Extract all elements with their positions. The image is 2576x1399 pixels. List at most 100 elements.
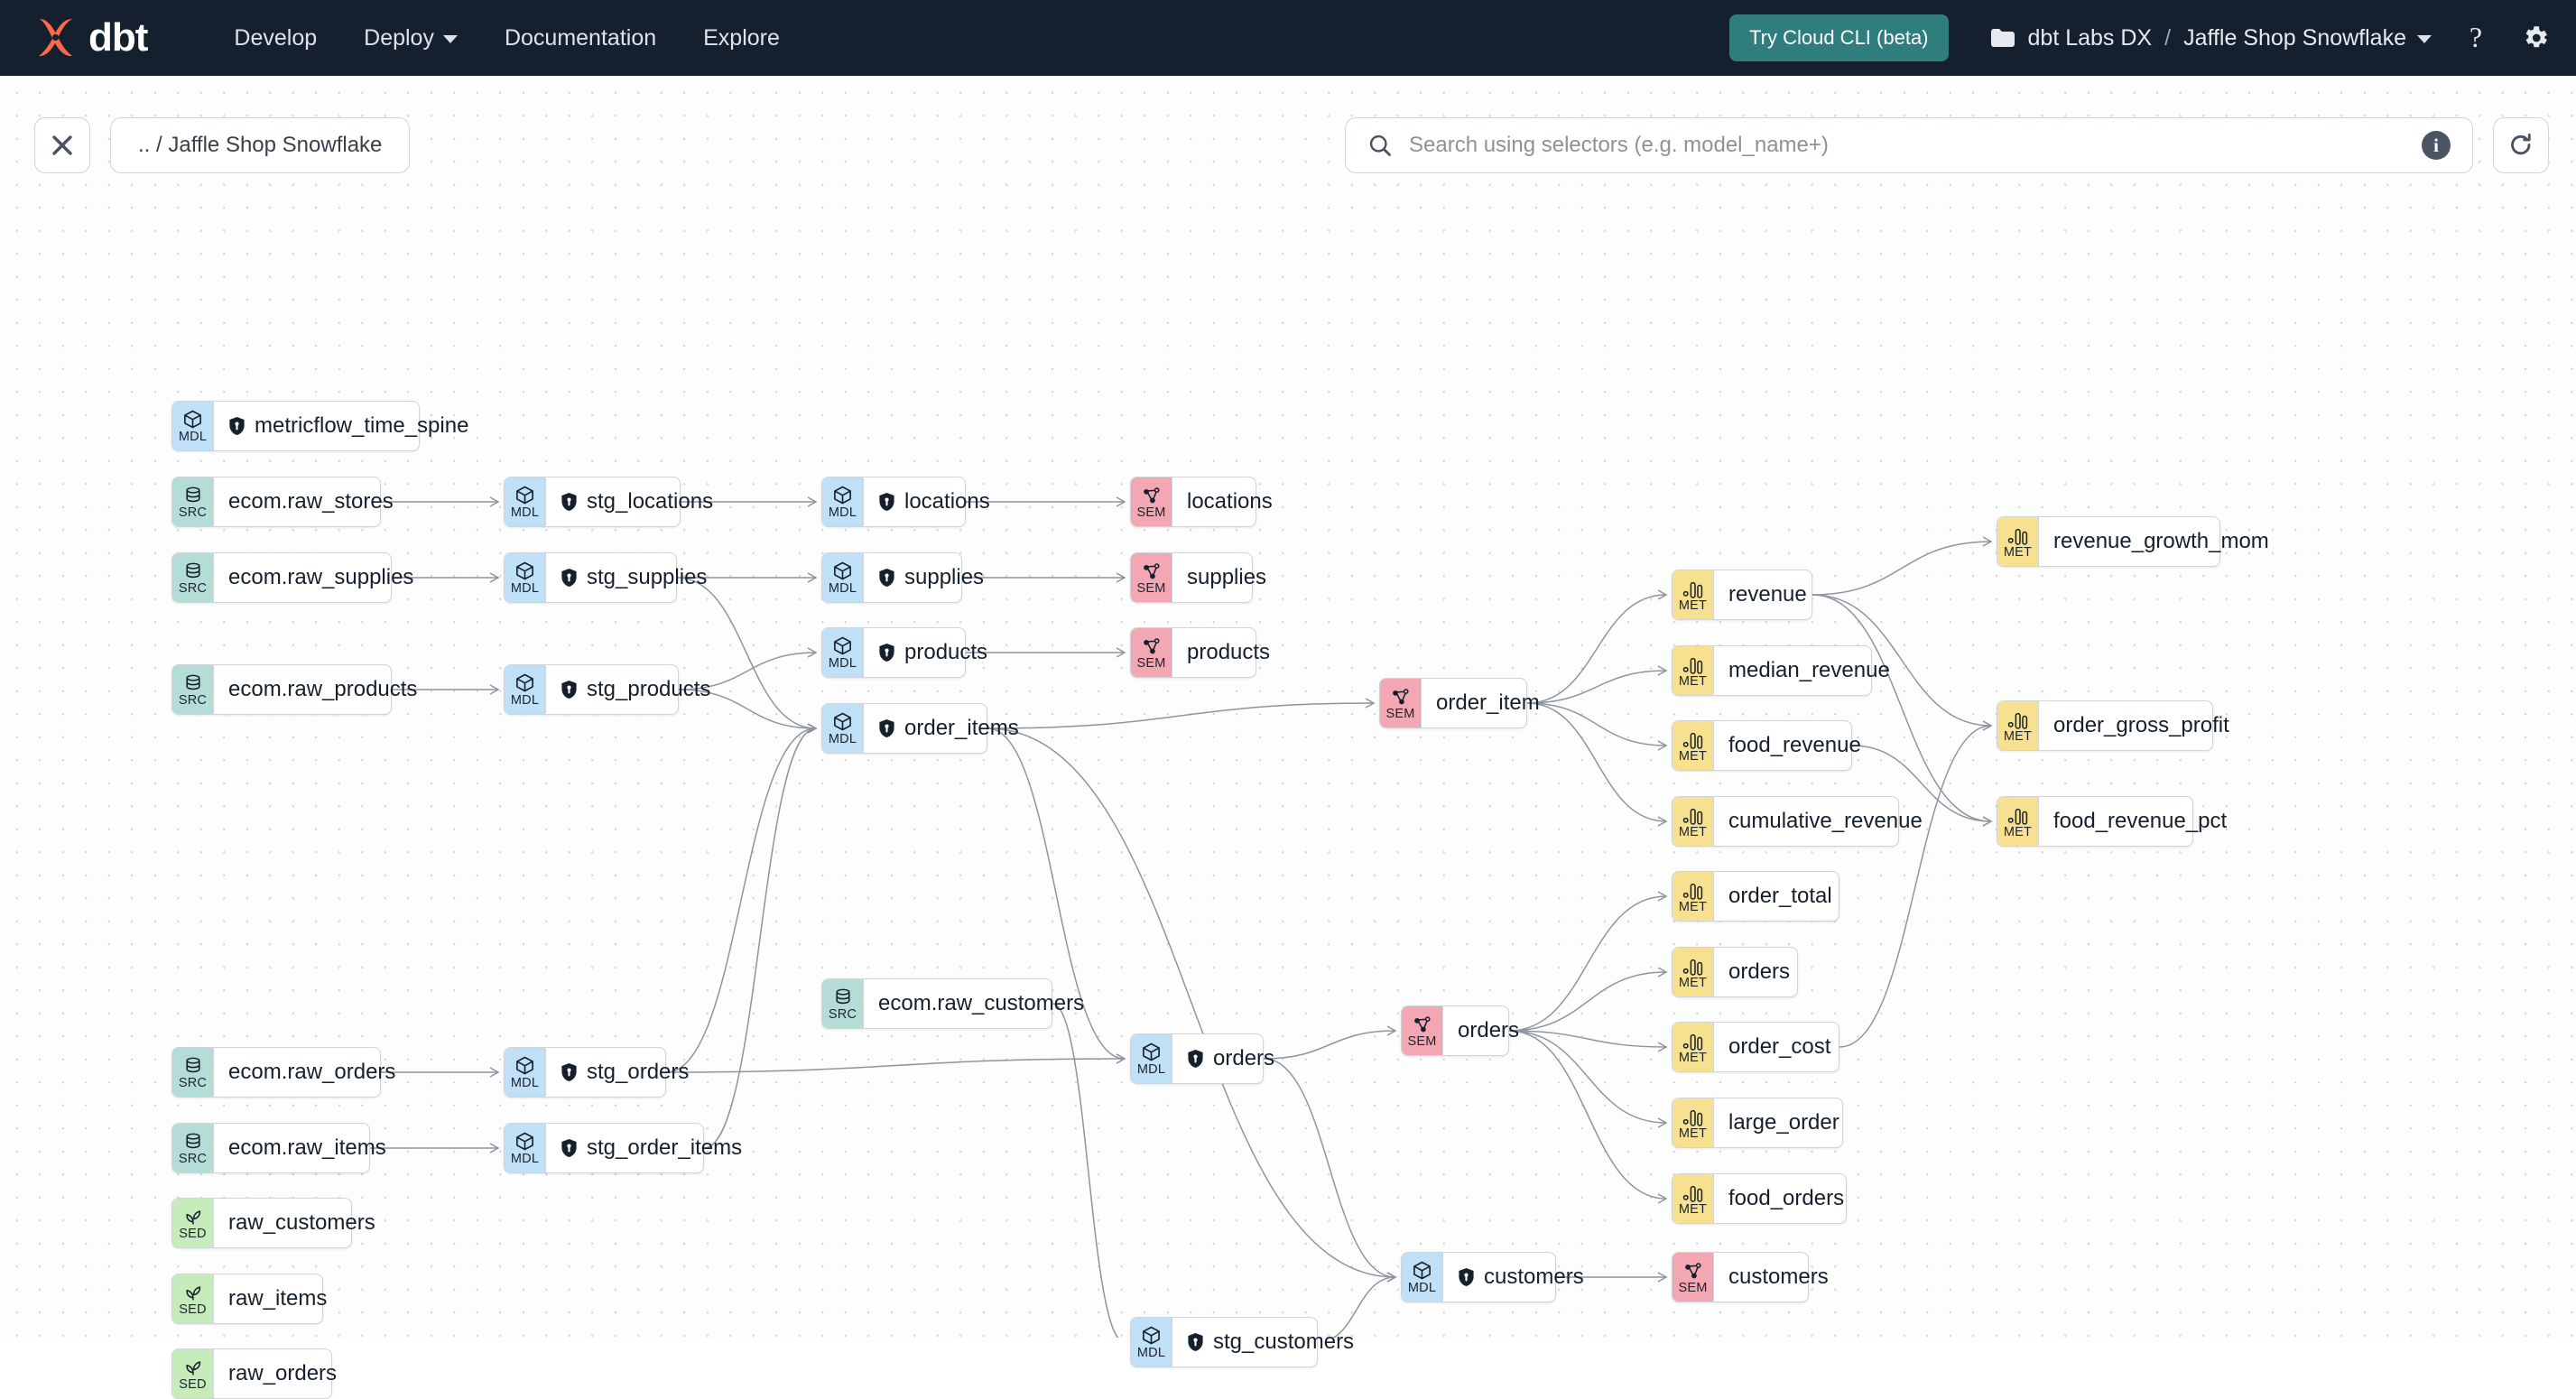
lineage-edge-arrowhead bbox=[807, 723, 818, 734]
refresh-button[interactable] bbox=[2493, 117, 2549, 173]
semantic-graph-icon: SEM bbox=[1402, 1006, 1443, 1055]
graph-node-name: ecom.raw_items bbox=[228, 1135, 386, 1160]
semantic-graph-icon-glyph bbox=[1142, 636, 1162, 656]
lineage-edge-arrowhead bbox=[1657, 1042, 1668, 1052]
nav-link-explore[interactable]: Explore bbox=[680, 0, 803, 76]
chevron-down-icon bbox=[2417, 35, 2432, 43]
dbt-mark-icon bbox=[39, 19, 72, 57]
database-icon-glyph bbox=[183, 1132, 203, 1152]
graph-node-label: raw_items bbox=[214, 1274, 345, 1323]
node-type-label: MET bbox=[1678, 673, 1708, 689]
lineage-edge-arrowhead bbox=[1116, 647, 1126, 658]
project-selector[interactable]: Jaffle Shop Snowflake bbox=[2183, 25, 2432, 51]
bar-chart-icon-glyph bbox=[1682, 1182, 1703, 1202]
graph-node-name: raw_orders bbox=[228, 1361, 338, 1385]
gear-icon[interactable] bbox=[2520, 23, 2551, 53]
graph-node-name: order_total bbox=[1728, 884, 1832, 908]
close-button[interactable] bbox=[34, 117, 90, 173]
node-type-label: SRC bbox=[178, 692, 208, 708]
bar-chart-icon-glyph bbox=[2007, 525, 2028, 545]
graph-node-name: locations bbox=[1187, 489, 1273, 514]
lineage-edge-arrowhead bbox=[489, 1143, 500, 1153]
lineage-canvas[interactable]: .. / Jaffle Shop Snowflake Search using … bbox=[0, 76, 2576, 1399]
verified-shield-icon bbox=[1188, 1050, 1203, 1068]
graph-node-label: order_gross_profit bbox=[2039, 701, 2247, 750]
account-name[interactable]: dbt Labs DX bbox=[2027, 24, 2153, 51]
try-cloud-cli-button[interactable]: Try Cloud CLI (beta) bbox=[1729, 14, 1949, 61]
node-type-label: MDL bbox=[510, 505, 540, 520]
graph-node-label: median_revenue bbox=[1714, 646, 1908, 695]
nav-link-deploy[interactable]: Deploy bbox=[340, 0, 481, 76]
bar-chart-icon: MET bbox=[1673, 1174, 1714, 1223]
node-type-label: MDL bbox=[1136, 1345, 1166, 1360]
graph-node-label: orders bbox=[1172, 1034, 1293, 1083]
bar-chart-icon-glyph bbox=[1682, 729, 1703, 749]
refresh-icon bbox=[2511, 133, 2531, 155]
graph-node-label: products bbox=[1172, 628, 1288, 677]
nav-link-develop[interactable]: Develop bbox=[210, 0, 340, 76]
bar-chart-icon-glyph bbox=[2007, 709, 2028, 729]
node-type-label: SRC bbox=[178, 1075, 208, 1090]
nav-right-cluster: Try Cloud CLI (beta) dbt Labs DX / Jaffl… bbox=[1729, 14, 2576, 61]
search-input[interactable]: Search using selectors (e.g. model_name+… bbox=[1409, 133, 1829, 157]
node-type-label: SED bbox=[179, 1302, 207, 1317]
chevron-down-icon bbox=[442, 35, 458, 43]
node-type-label: MET bbox=[1678, 598, 1708, 613]
dbt-logo[interactable]: dbt bbox=[34, 16, 148, 60]
graph-node-name: metricflow_time_spine bbox=[255, 413, 469, 438]
nav-link-documentation[interactable]: Documentation bbox=[481, 0, 680, 76]
nav-link-deploy-label: Deploy bbox=[364, 24, 434, 51]
graph-node-label: food_revenue_pct bbox=[2039, 797, 2245, 846]
graph-node-name: stg_supplies bbox=[587, 565, 708, 589]
help-icon[interactable]: ? bbox=[2462, 23, 2489, 53]
lineage-edge-arrowhead bbox=[1365, 698, 1376, 709]
node-type-label: MDL bbox=[510, 1075, 540, 1090]
search-bar[interactable]: Search using selectors (e.g. model_name+… bbox=[1345, 117, 2473, 173]
info-icon[interactable]: i bbox=[2422, 131, 2451, 160]
graph-node-label: stg_products bbox=[546, 665, 728, 714]
breadcrumb-button[interactable]: .. / Jaffle Shop Snowflake bbox=[110, 117, 411, 173]
bar-chart-icon-glyph bbox=[1682, 1107, 1703, 1126]
